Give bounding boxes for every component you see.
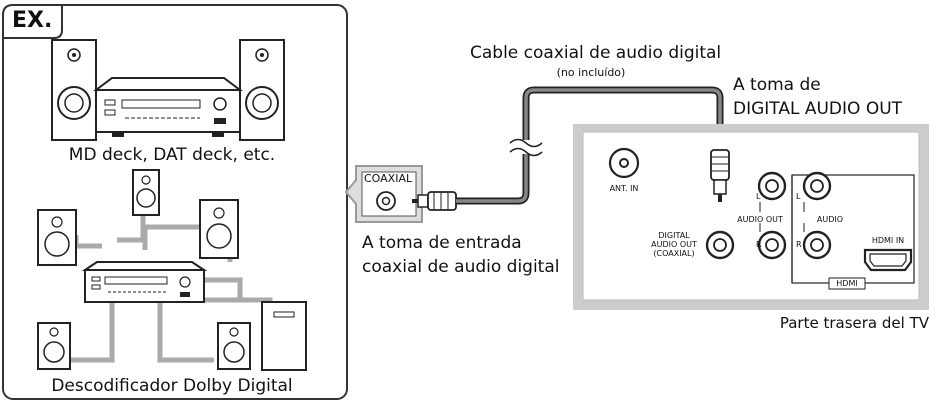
digital-label-l1: DIGITAL — [658, 231, 690, 240]
dolby-label: Descodificador Dolby Digital — [51, 376, 293, 396]
example-tab — [2, 4, 63, 39]
input-caption-line1: A toma de entrada — [362, 233, 522, 253]
audio-label: AUDIO — [816, 215, 844, 224]
audio-l-label: L — [796, 192, 801, 201]
audio-out-r-label: R — [756, 240, 762, 249]
hdmi-in-label: HDMI IN — [871, 236, 905, 245]
output-caption-line1: A toma de — [733, 75, 821, 95]
cable-label: Cable coaxial de audio digital — [470, 43, 722, 63]
rca-plug-input — [412, 191, 457, 211]
rca-plug-output — [710, 149, 730, 202]
cable-note: (no incluído) — [556, 66, 626, 79]
coaxial-label: COAXIAL — [364, 172, 413, 185]
audio-out-l-label: L — [756, 192, 761, 201]
md-dat-label: MD deck, DAT deck, etc. — [68, 145, 276, 165]
md-deck-illustration — [51, 39, 285, 141]
digital-label-l3: (COAXIAL) — [653, 249, 695, 258]
digital-label-l2: AUDIO OUT — [651, 240, 697, 249]
example-label: EX. — [12, 8, 53, 33]
audio-r-label: R — [796, 240, 802, 249]
ant-in-label: ANT. IN — [609, 184, 639, 193]
coaxial-cable — [456, 86, 724, 205]
hdmi-label: HDMI — [836, 279, 858, 288]
audio-out-label: AUDIO OUT — [737, 215, 783, 224]
output-caption-line2: DIGITAL AUDIO OUT — [733, 99, 903, 119]
dolby-decoder-illustration — [37, 169, 307, 371]
input-caption-line2: coaxial de audio digital — [362, 257, 560, 277]
tv-back-caption: Parte trasera del TV — [779, 314, 929, 332]
